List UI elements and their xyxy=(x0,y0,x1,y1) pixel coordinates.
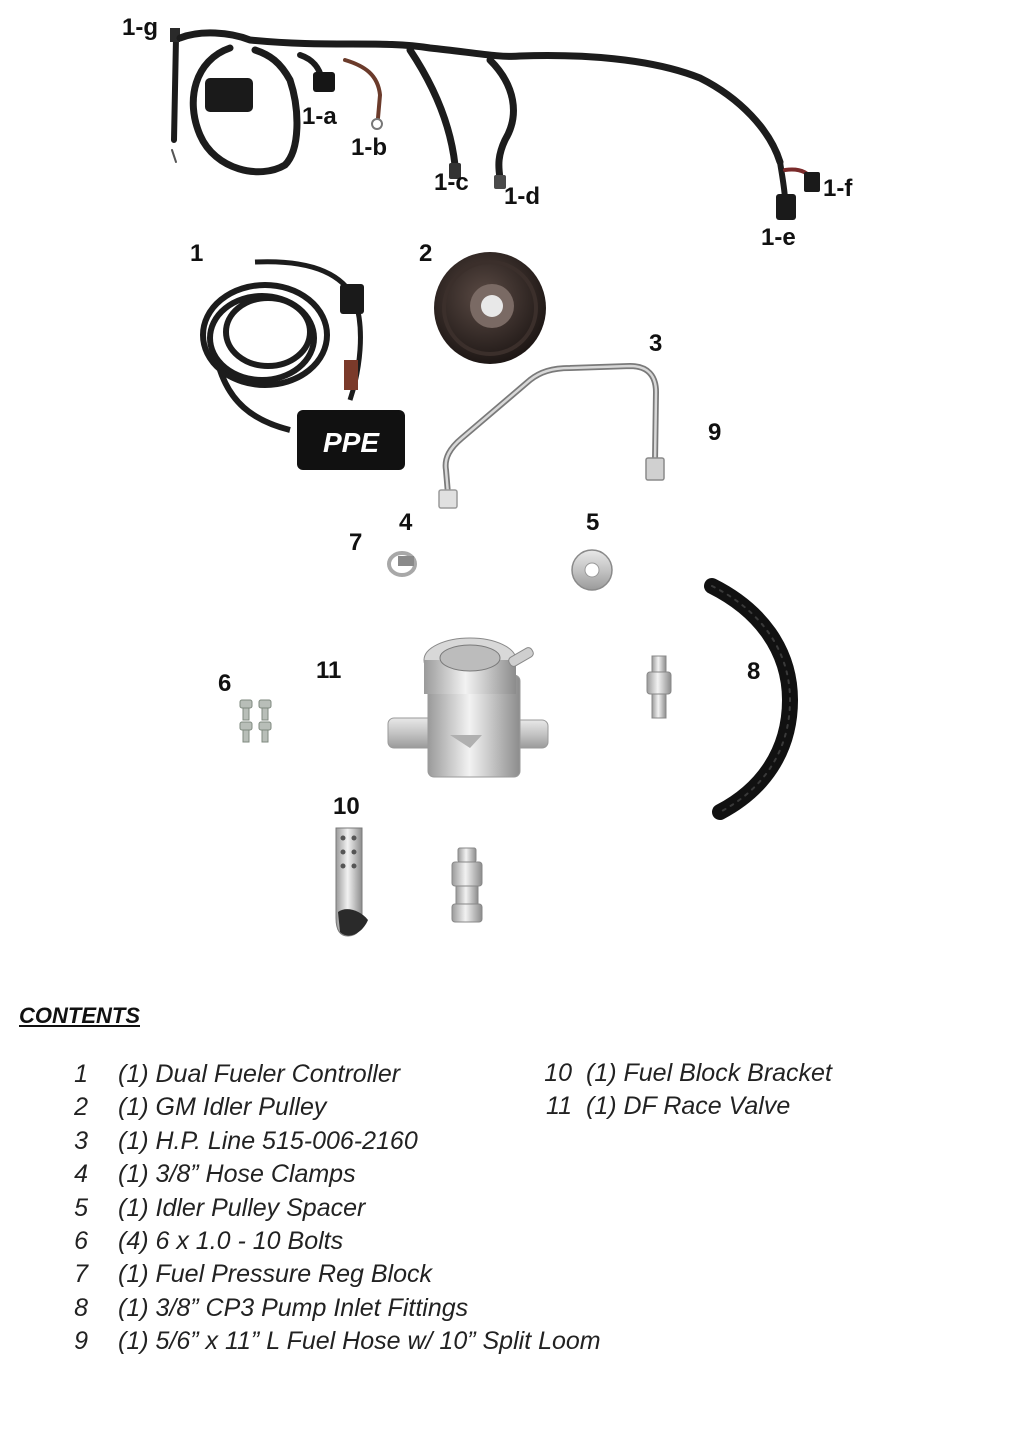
connector-1a xyxy=(313,72,335,92)
controller-box xyxy=(297,410,405,470)
connector-1c xyxy=(449,163,461,179)
gm-idler-pulley xyxy=(434,252,546,364)
callout-1-d: 1-d xyxy=(504,183,540,210)
hp-fuel-line xyxy=(438,363,665,509)
callout-7: 7 xyxy=(349,529,363,556)
contents-item: 2 (1) GM Idler Pulley xyxy=(62,1091,601,1124)
item-number: 8 xyxy=(74,1293,88,1322)
contents-list-left: 1 (1) Dual Fueler Controller 2 (1) GM Idle… xyxy=(62,1058,601,1359)
contents-item: 3 (1) H.P. Line 515-006-2160 xyxy=(62,1125,601,1158)
item-description: (1) GM Idler Pulley xyxy=(118,1093,327,1122)
harness-relay-connector xyxy=(205,78,253,112)
idler-pulley-spacer xyxy=(571,549,613,591)
connector-1d xyxy=(494,175,506,189)
contents-item: 6 (4) 6 x 1.0 - 10 Bolts xyxy=(62,1225,601,1258)
item-number: 9 xyxy=(74,1327,88,1356)
contents-item: 5 (1) Idler Pulley Spacer xyxy=(62,1192,601,1225)
callout-1-b: 1-b xyxy=(351,134,387,161)
callout-1-e: 1-e xyxy=(761,224,796,251)
callout-8: 8 xyxy=(747,658,761,685)
callout-2: 2 xyxy=(419,240,433,267)
callout-4: 4 xyxy=(399,509,413,536)
contents-list-right: 10 (1) Fuel Block Bracket 11 (1) DF Race V… xyxy=(538,1057,832,1124)
wiring-harness-exploded xyxy=(170,28,814,201)
item-description: (4) 6 x 1.0 - 10 Bolts xyxy=(118,1226,344,1255)
ppe-logo: PPE xyxy=(323,427,380,458)
connector-1f xyxy=(804,172,820,192)
contents-item: 11 (1) DF Race Valve xyxy=(538,1090,832,1123)
contents-item: 7 (1) Fuel Pressure Reg Block xyxy=(62,1258,601,1291)
callout-10: 10 xyxy=(333,793,360,820)
item-description: (1) DF Race Valve xyxy=(586,1092,791,1121)
callout-1-g: 1-g xyxy=(122,14,158,41)
contents-item: 1 (1) Dual Fueler Controller xyxy=(62,1058,601,1091)
df-race-valve xyxy=(387,637,549,778)
callout-9: 9 xyxy=(708,419,722,446)
callout-11: 11 xyxy=(316,657,342,684)
callout-1: 1 xyxy=(190,240,204,267)
parts-illustration: PPE xyxy=(170,28,820,937)
callout-1-f: 1-f xyxy=(823,175,853,202)
contents-item: 4 (1) 3/8” Hose Clamps xyxy=(62,1158,601,1191)
item-number: 6 xyxy=(74,1226,88,1255)
item-number: 1 xyxy=(74,1060,88,1088)
item-description: (1) Fuel Pressure Reg Block xyxy=(118,1260,433,1289)
item-number: 5 xyxy=(74,1193,88,1222)
fuel-block-bracket xyxy=(335,827,368,937)
cp3-inlet-fitting xyxy=(646,655,672,719)
dual-fueler-controller: PPE xyxy=(200,259,405,470)
connector-1e xyxy=(776,194,796,220)
callout-6: 6 xyxy=(218,670,232,697)
contents-item: 8 (1) 3/8” CP3 Pump Inlet Fittings xyxy=(62,1292,601,1325)
fuel-hose-split-loom xyxy=(704,578,799,820)
item-description: (1) 3/8” CP3 Pump Inlet Fittings xyxy=(118,1293,469,1322)
contents-heading: CONTENTS xyxy=(19,1003,140,1028)
item-description: (1) 5/6” x 11” L Fuel Hose w/ 10” Split … xyxy=(118,1327,601,1356)
item-number: 3 xyxy=(74,1126,88,1155)
contents-item: 9 (1) 5/6” x 11” L Fuel Hose w/ 10” Split… xyxy=(62,1325,601,1358)
item-number: 11 xyxy=(546,1092,572,1121)
item-description: (1) 3/8” Hose Clamps xyxy=(118,1160,356,1189)
item-description: (1) Fuel Block Bracket xyxy=(586,1059,832,1087)
ring-terminal-1b xyxy=(371,118,383,130)
callout-5: 5 xyxy=(586,509,600,536)
item-description: (1) H.P. Line 515-006-2160 xyxy=(118,1126,418,1155)
item-number: 2 xyxy=(74,1093,88,1122)
race-valve-fitting xyxy=(451,847,483,923)
contents-item: 10 (1) Fuel Block Bracket xyxy=(538,1057,832,1090)
item-number: 4 xyxy=(74,1160,88,1189)
callout-1-c: 1-c xyxy=(434,169,469,196)
hose-clamp xyxy=(387,551,417,577)
harness-connectors xyxy=(205,72,820,220)
item-description: (1) Idler Pulley Spacer xyxy=(118,1193,366,1222)
item-number: 10 xyxy=(544,1059,572,1087)
callout-3: 3 xyxy=(649,330,663,357)
bolts-6x1 xyxy=(239,699,272,743)
item-number: 7 xyxy=(74,1260,88,1289)
callout-1-a: 1-a xyxy=(302,103,337,130)
item-description: (1) Dual Fueler Controller xyxy=(118,1060,401,1088)
